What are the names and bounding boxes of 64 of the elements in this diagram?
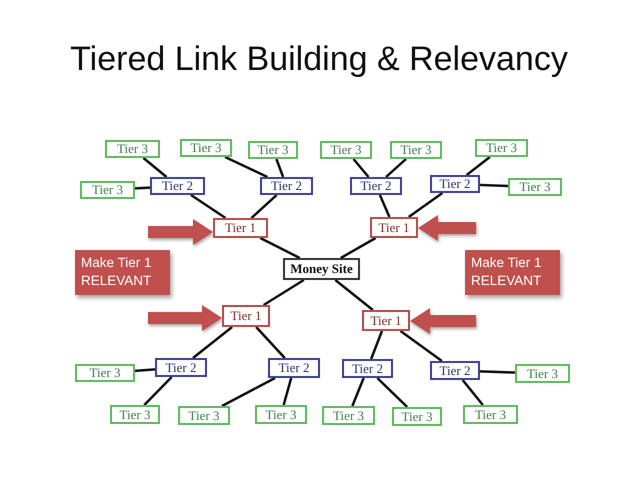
connector-line bbox=[263, 278, 304, 306]
tier-2-box: Tier 2 bbox=[430, 361, 480, 380]
connector-line bbox=[143, 376, 173, 406]
tier-3-box: Tier 3 bbox=[75, 364, 135, 382]
connector-line bbox=[142, 157, 168, 178]
connector-line bbox=[352, 158, 370, 178]
tier-2-box: Tier 2 bbox=[430, 175, 480, 193]
connector-line bbox=[221, 376, 276, 408]
connector-line bbox=[134, 368, 156, 372]
connector-line bbox=[370, 330, 384, 360]
connector-line bbox=[275, 158, 284, 178]
connector-line bbox=[351, 378, 365, 406]
block-arrow bbox=[148, 219, 213, 245]
connector-line bbox=[250, 194, 278, 219]
connector-line bbox=[400, 330, 443, 362]
block-arrow bbox=[418, 215, 476, 241]
connector-line bbox=[466, 156, 491, 176]
tier-2-box: Tier 2 bbox=[150, 177, 205, 195]
tier-3-box: Tier 3 bbox=[110, 405, 160, 424]
tier-2-box: Tier 2 bbox=[268, 358, 320, 378]
tier-3-box: Tier 3 bbox=[475, 139, 528, 157]
tier-3-box: Tier 3 bbox=[80, 181, 135, 199]
slide-title: Tiered Link Building & Relevancy bbox=[69, 40, 569, 79]
connector-line bbox=[378, 194, 391, 218]
connector-line bbox=[192, 326, 233, 359]
connector-line bbox=[462, 379, 484, 406]
tier-3-box: Tier 3 bbox=[322, 406, 375, 425]
block-arrow bbox=[148, 305, 222, 331]
tier-1-box: Tier 1 bbox=[370, 217, 418, 238]
block-arrow bbox=[410, 308, 476, 334]
connector-line bbox=[190, 194, 226, 220]
tier-2-box: Tier 2 bbox=[342, 359, 393, 378]
money-site-box: Money Site bbox=[283, 258, 360, 280]
connector-line bbox=[376, 377, 408, 408]
connector-line bbox=[282, 378, 292, 406]
callout-box: Make Tier 1 RELEVANT bbox=[75, 250, 170, 295]
tier-3-box: Tier 3 bbox=[180, 139, 232, 157]
connector-line bbox=[385, 158, 407, 178]
tier-3-box: Tier 3 bbox=[105, 140, 160, 158]
tier-3-box: Tier 3 bbox=[463, 405, 518, 424]
connector-line bbox=[255, 326, 286, 359]
connector-line bbox=[480, 370, 516, 374]
tier-3-box: Tier 3 bbox=[390, 141, 442, 159]
connector-line bbox=[260, 236, 300, 260]
callout-box: Make Tier 1 RELEVANT bbox=[465, 250, 560, 295]
tier-1-box: Tier 1 bbox=[362, 310, 410, 331]
tier-3-box: Tier 3 bbox=[320, 141, 372, 159]
tier-2-box: Tier 2 bbox=[350, 177, 402, 195]
connector-line bbox=[224, 156, 268, 178]
tier-3-box: Tier 3 bbox=[508, 178, 562, 196]
connector-line bbox=[480, 184, 508, 188]
tier-3-box: Tier 3 bbox=[392, 407, 442, 426]
connector-line bbox=[340, 236, 376, 260]
tier-2-box: Tier 2 bbox=[155, 358, 207, 377]
tier-3-box: Tier 3 bbox=[255, 405, 307, 424]
tier-3-box: Tier 3 bbox=[178, 406, 230, 425]
tier-1-box: Tier 1 bbox=[222, 305, 270, 327]
tier-2-box: Tier 2 bbox=[260, 177, 313, 195]
tier-3-box: Tier 3 bbox=[515, 364, 570, 383]
connector-line bbox=[134, 186, 150, 190]
tier-1-box: Tier 1 bbox=[213, 218, 268, 238]
connector-line bbox=[408, 192, 444, 218]
connector-line bbox=[334, 279, 374, 311]
tier-3-box: Tier 3 bbox=[248, 141, 298, 159]
